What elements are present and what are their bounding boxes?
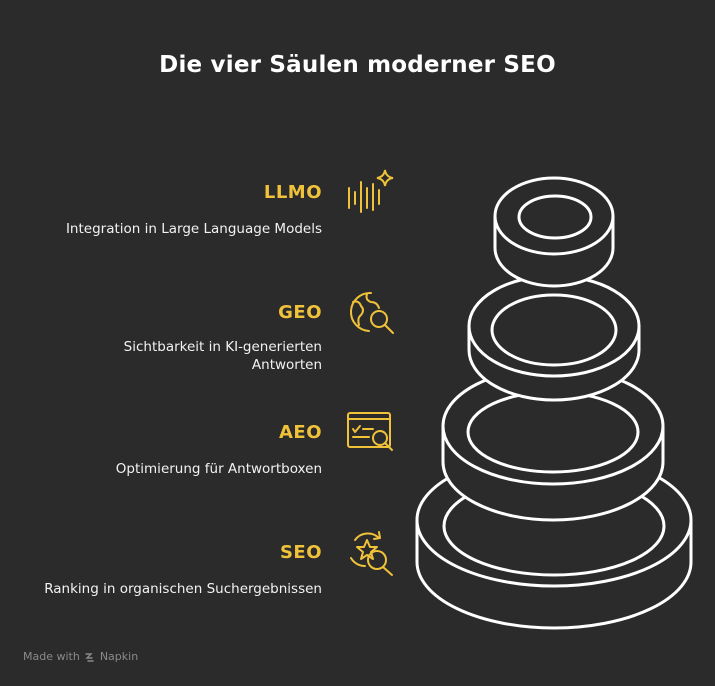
diagram-title: Die vier Säulen moderner SEO [159, 52, 556, 78]
pillar-title-llmo: LLMO [263, 182, 322, 203]
sparkle-waves-icon [345, 168, 395, 218]
stacked-rings-illustration [405, 160, 705, 640]
footer-branding: Made with Napkin [23, 650, 138, 663]
pillar-desc-aeo: Optimierung für Antwortboxen [115, 461, 322, 477]
pillar-desc-geo: Sichtbarkeit in KI-generierten Antworten [123, 339, 322, 373]
pillar-title-aeo: AEO [278, 422, 322, 443]
star-search-icon [345, 528, 395, 578]
pillar-title-geo: GEO [278, 302, 322, 323]
globe-search-icon [345, 288, 395, 338]
ring-aeo [441, 366, 665, 522]
made-with-label: Made with [23, 650, 80, 663]
ring-llmo [493, 176, 615, 288]
napkin-logo-icon [85, 652, 94, 662]
pillar-desc-seo: Ranking in organischen Suchergebnissen [44, 581, 322, 597]
pillar-title-seo: SEO [279, 542, 322, 563]
ring-geo [467, 274, 641, 402]
pillar-desc-llmo: Integration in Large Language Models [65, 221, 322, 237]
napkin-brand-label: Napkin [99, 650, 139, 663]
answer-box-search-icon [345, 408, 395, 458]
